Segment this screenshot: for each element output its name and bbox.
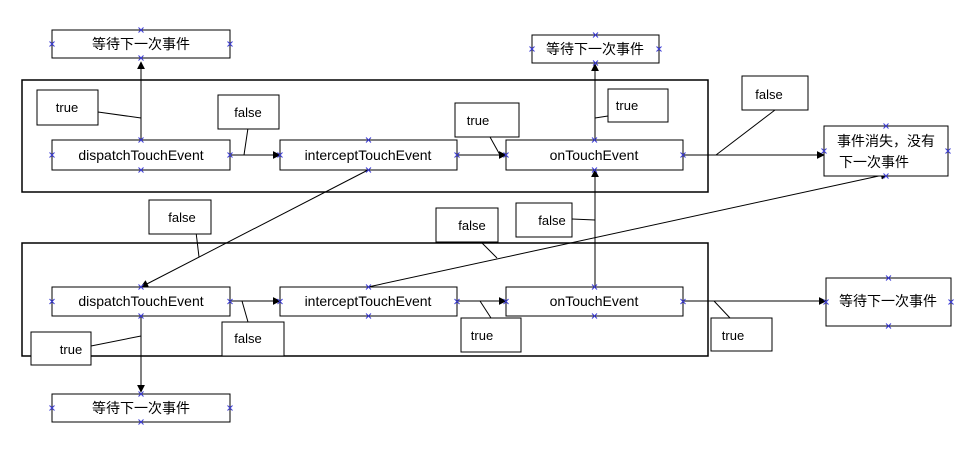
- node-wait-top-left: 等待下一次事件: [51, 29, 231, 59]
- label-leaders: [90, 109, 776, 347]
- label-false-intercept-down: false: [148, 199, 212, 235]
- label-true-dispatch-top: true: [36, 89, 99, 126]
- node-event-vanish-text-line2: 下一次事件: [839, 154, 909, 170]
- label-false-intercept-down-text: false: [168, 210, 195, 225]
- label-false-ontouch-top-text: false: [755, 87, 782, 102]
- handle-mark: [529, 46, 535, 52]
- handle-mark: [138, 167, 144, 173]
- handle-mark: [365, 284, 372, 290]
- label-true-intercept-top-text: true: [467, 113, 489, 128]
- label-false-dispatch-top: false: [217, 94, 280, 130]
- handle-mark: [227, 152, 233, 158]
- handle-mark: [680, 152, 686, 158]
- node-intercept-top-text: interceptTouchEvent: [305, 147, 432, 163]
- handle-mark: [503, 298, 509, 305]
- handle-mark: [49, 41, 55, 47]
- handle-mark: [138, 55, 144, 61]
- label-false-intercept-bottom: false: [435, 207, 499, 243]
- handle-mark: [138, 313, 144, 319]
- handle-mark: [365, 313, 372, 319]
- handle-mark: [138, 27, 144, 33]
- label-false-dispatch-bottom-text: false: [234, 331, 261, 346]
- handle-mark: [227, 298, 233, 305]
- edge-intercept-top-to-dispatch-bottom: [140, 169, 369, 288]
- handle-mark: [138, 137, 144, 143]
- handle-mark: [680, 298, 686, 305]
- lower-group-frame: [21, 242, 709, 357]
- node-wait-bottom-left: 等待下一次事件: [51, 393, 231, 423]
- handle-mark: [591, 137, 598, 143]
- label-true-ontouch-top: true: [607, 88, 669, 123]
- node-ontouch-bottom: onTouchEvent: [505, 286, 684, 317]
- handle-mark: [948, 299, 954, 305]
- node-dispatch-top: dispatchTouchEvent: [51, 139, 231, 171]
- label-true-dispatch-bottom-text: true: [60, 342, 82, 357]
- handle-mark: [591, 284, 598, 290]
- node-intercept-bottom-text: interceptTouchEvent: [305, 293, 432, 309]
- label-false-dispatch-top-text: false: [234, 105, 261, 120]
- handle-mark: [592, 60, 599, 66]
- connectors: [137, 61, 889, 393]
- handle-mark: [277, 152, 283, 158]
- handle-mark: [883, 173, 889, 179]
- handle-mark: [138, 284, 144, 290]
- handle-mark: [138, 391, 144, 397]
- handle-mark: [227, 405, 233, 411]
- label-false-intercept-bottom-text: false: [458, 218, 485, 233]
- label-true-dispatch-top-text: true: [56, 100, 78, 115]
- connection-handles: [49, 27, 954, 425]
- handle-mark: [365, 167, 372, 173]
- node-wait-right-bottom-text: 等待下一次事件: [839, 293, 937, 309]
- node-wait-top-left-text: 等待下一次事件: [92, 36, 190, 52]
- handle-mark: [821, 148, 827, 154]
- handle-mark: [138, 419, 144, 425]
- node-wait-top-right: 等待下一次事件: [531, 34, 660, 64]
- label-true-intercept-bottom-text: true: [471, 328, 493, 343]
- edge-intercept-bottom-to-vanish: [367, 171, 889, 288]
- handle-mark: [945, 148, 951, 154]
- handle-mark: [503, 152, 509, 158]
- handle-mark: [49, 152, 55, 158]
- node-dispatch-bottom-text: dispatchTouchEvent: [78, 293, 203, 309]
- node-intercept-bottom: interceptTouchEvent: [279, 286, 458, 317]
- node-event-vanish: 事件消失，没有 下一次事件: [823, 125, 949, 177]
- label-true-intercept-bottom: true: [460, 317, 522, 353]
- handle-mark: [277, 298, 283, 305]
- node-dispatch-bottom: dispatchTouchEvent: [51, 286, 231, 317]
- label-true-intercept-top: true: [454, 102, 520, 138]
- handle-mark: [591, 167, 598, 173]
- node-ontouch-top-text: onTouchEvent: [550, 147, 639, 163]
- upper-group-frame: [21, 79, 709, 193]
- label-true-ontouch-top-text: true: [616, 98, 638, 113]
- handle-mark: [49, 405, 55, 411]
- label-true-dispatch-bottom: true: [30, 331, 92, 366]
- handle-mark: [591, 313, 598, 319]
- handle-mark: [883, 123, 889, 129]
- label-false-ontouch-bottom-text: false: [538, 213, 565, 228]
- node-intercept-top: interceptTouchEvent: [279, 139, 458, 171]
- handle-mark: [227, 41, 233, 47]
- node-wait-right-bottom: 等待下一次事件: [825, 277, 952, 327]
- label-true-ontouch-bottom: true: [710, 317, 773, 352]
- label-false-ontouch-bottom: false: [515, 202, 573, 238]
- handle-mark: [885, 275, 892, 281]
- handle-mark: [454, 152, 460, 158]
- label-true-ontouch-bottom-text: true: [722, 328, 744, 343]
- handle-mark: [823, 299, 829, 305]
- node-dispatch-top-text: dispatchTouchEvent: [78, 147, 203, 163]
- handle-mark: [365, 137, 372, 143]
- handle-mark: [49, 298, 55, 305]
- handle-mark: [885, 323, 892, 329]
- label-false-dispatch-bottom: false: [221, 321, 285, 357]
- node-ontouch-top: onTouchEvent: [505, 139, 684, 171]
- node-event-vanish-text-line1: 事件消失，没有: [837, 133, 935, 149]
- handle-mark: [454, 298, 460, 305]
- node-wait-bottom-left-text: 等待下一次事件: [92, 400, 190, 416]
- handle-mark: [592, 32, 599, 38]
- label-false-ontouch-top: false: [741, 75, 809, 111]
- handle-mark: [656, 46, 662, 52]
- node-ontouch-bottom-text: onTouchEvent: [550, 293, 639, 309]
- node-wait-top-right-text: 等待下一次事件: [546, 41, 644, 57]
